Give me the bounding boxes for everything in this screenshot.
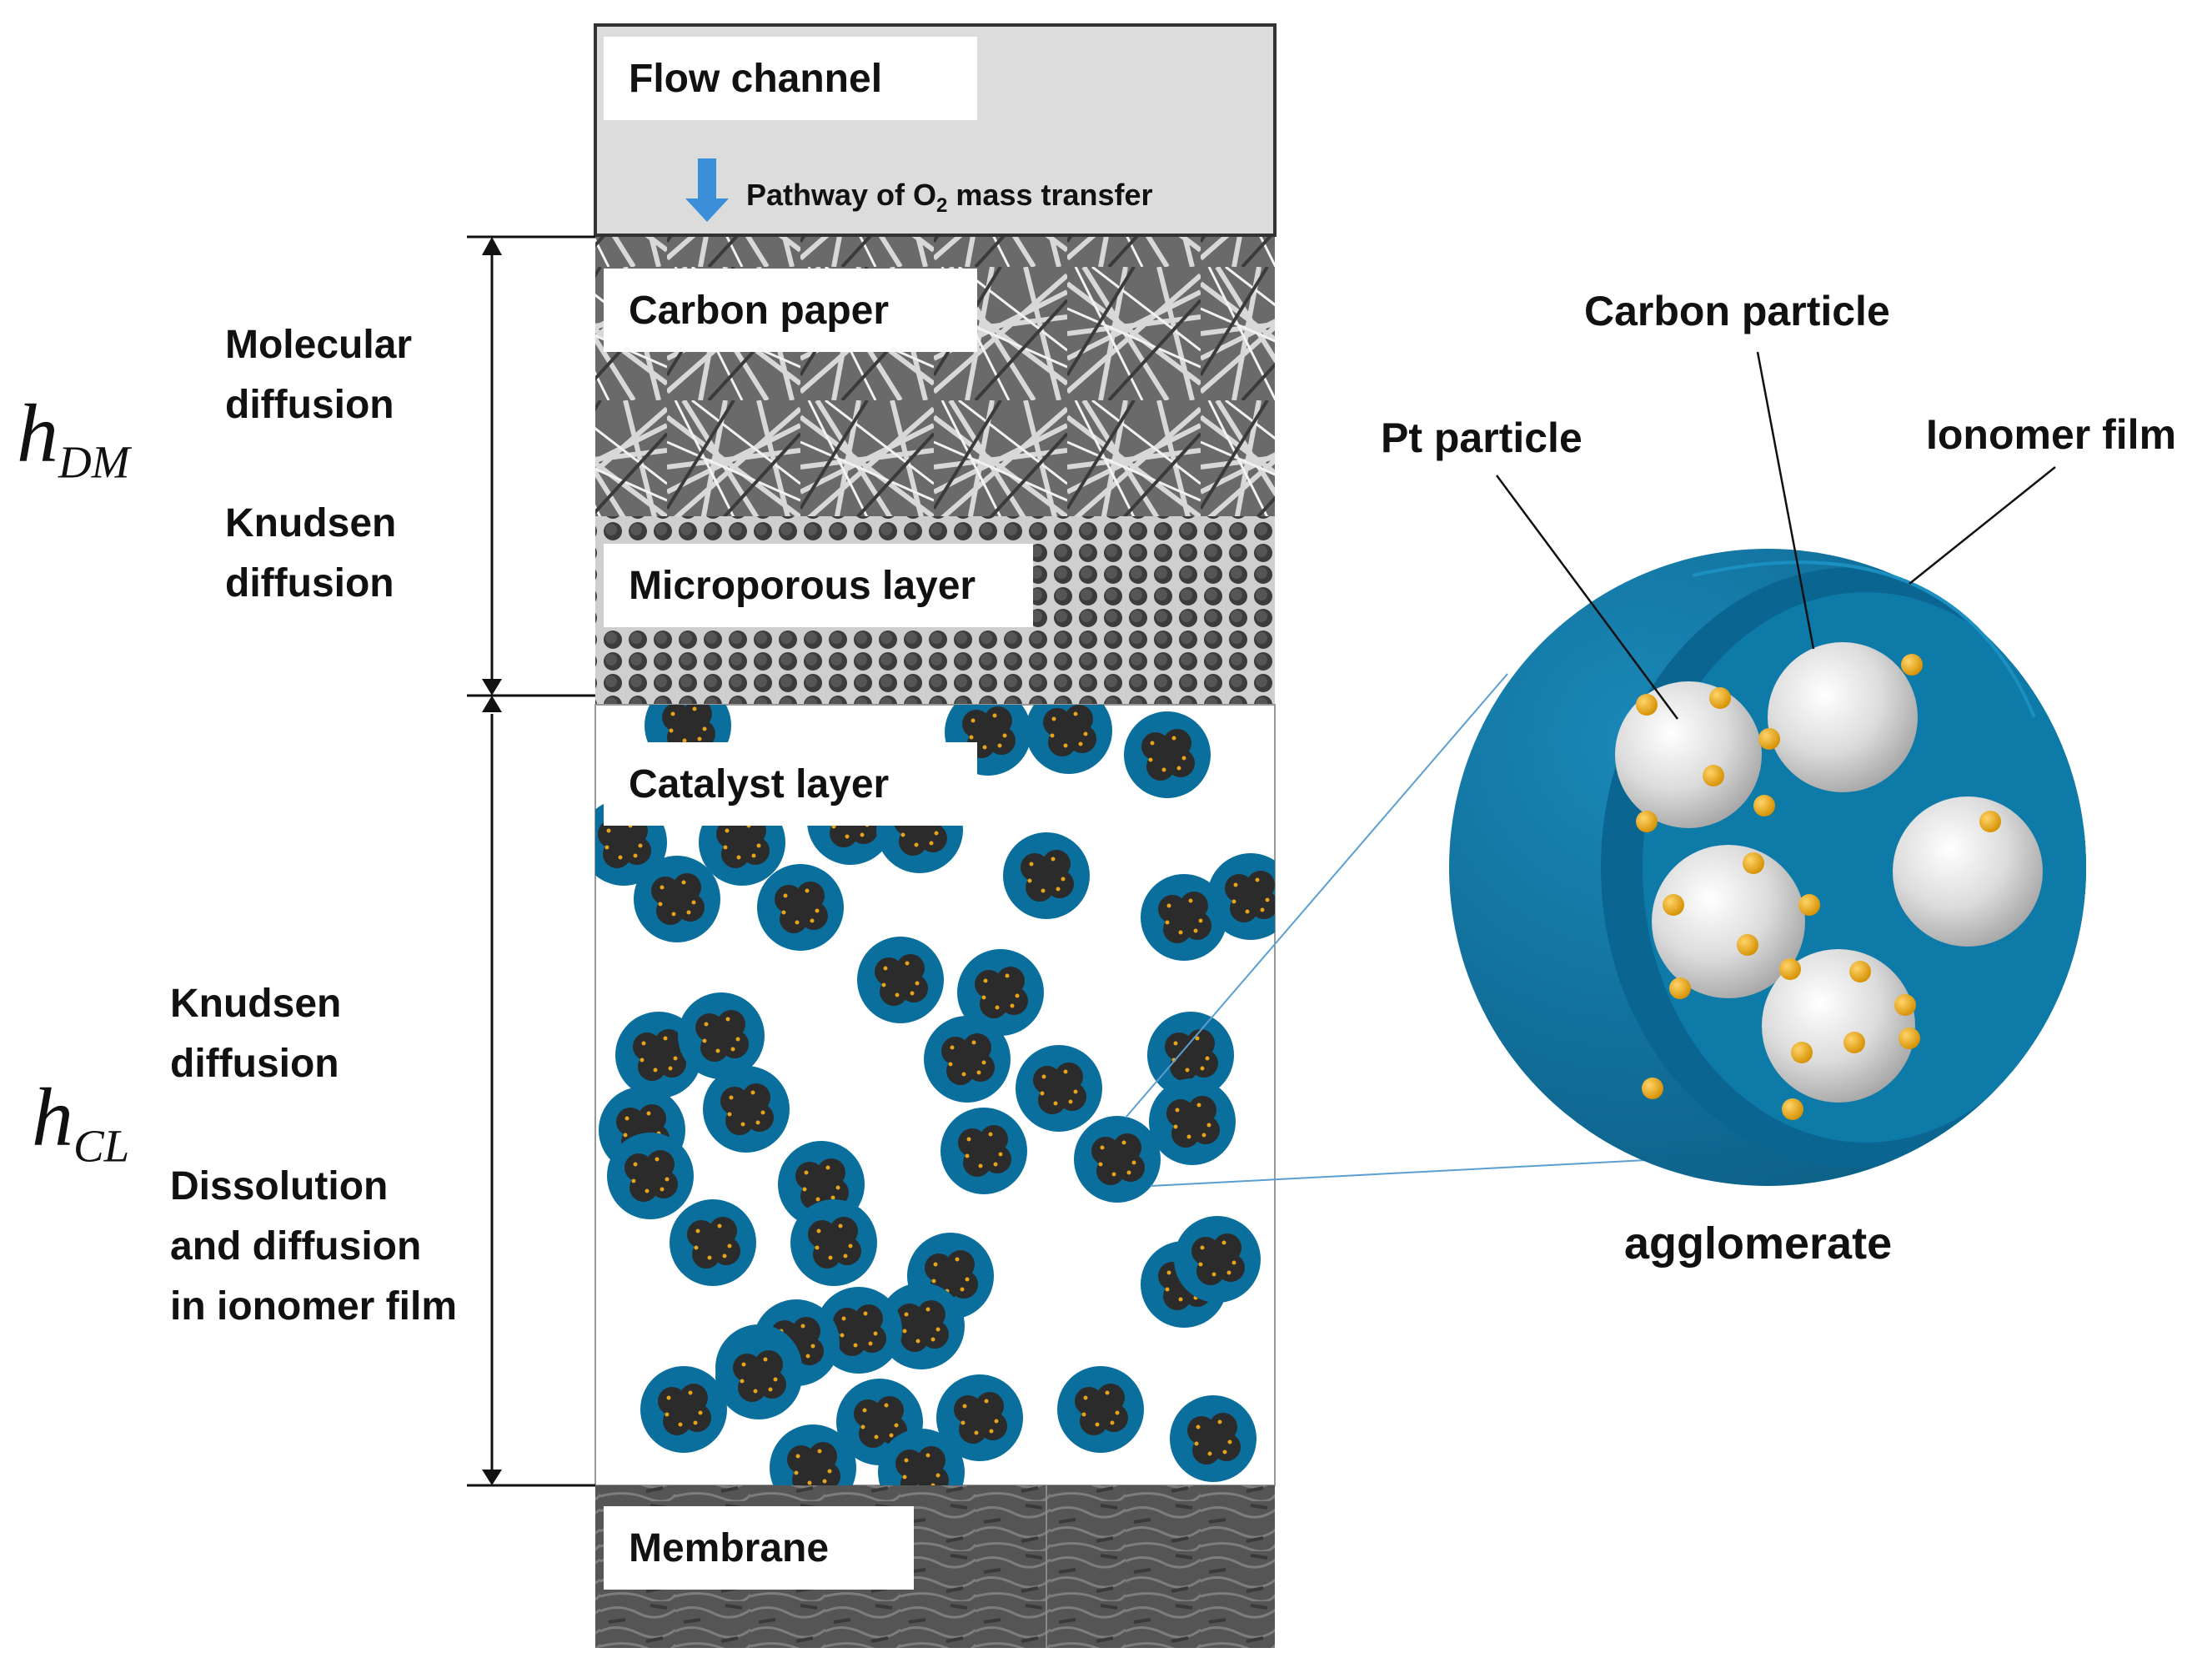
pt-particle bbox=[1843, 1032, 1865, 1053]
small-agglomerate bbox=[857, 937, 944, 1023]
pt-particle bbox=[1636, 811, 1658, 832]
small-agglomerate bbox=[1174, 1216, 1261, 1303]
carbon-sphere bbox=[1615, 681, 1762, 828]
carbon-sphere bbox=[1652, 845, 1805, 998]
pt-particle bbox=[1849, 961, 1871, 982]
pt-particle bbox=[1743, 852, 1764, 874]
small-agglomerate bbox=[678, 992, 765, 1079]
pt-particle bbox=[1636, 694, 1658, 716]
small-agglomerate bbox=[1003, 832, 1090, 919]
pt-particle bbox=[1899, 1027, 1920, 1049]
pt-particle bbox=[1901, 654, 1923, 676]
small-agglomerate bbox=[1141, 874, 1227, 961]
small-agglomerate bbox=[1207, 853, 1275, 940]
pt-particle bbox=[1709, 687, 1731, 709]
small-agglomerate bbox=[607, 1133, 694, 1219]
carbon-particle-label: Carbon particle bbox=[1584, 288, 1890, 334]
leader-lines bbox=[1495, 351, 2056, 720]
small-agglomerate bbox=[670, 1199, 756, 1286]
carbon-paper-label: Carbon paper bbox=[604, 269, 977, 352]
small-agglomerate bbox=[940, 1108, 1027, 1194]
small-agglomerate bbox=[790, 1199, 877, 1286]
flow-channel-label: Flow channel bbox=[604, 37, 977, 120]
small-agglomerate bbox=[640, 1366, 727, 1453]
small-agglomerate bbox=[1074, 1116, 1161, 1203]
h-dm-symbol: hDM bbox=[17, 387, 130, 488]
catalyst-layer-label: Catalyst layer bbox=[604, 742, 977, 826]
small-agglomerate bbox=[770, 1424, 856, 1485]
pt-particle bbox=[1791, 1042, 1813, 1063]
pt-particle-label: Pt particle bbox=[1381, 414, 1583, 461]
carbon-sphere bbox=[1762, 949, 1915, 1103]
small-agglomerate bbox=[1026, 705, 1112, 774]
small-agglomerate bbox=[878, 1283, 965, 1369]
agglomerate-caption: agglomerate bbox=[1624, 1218, 1893, 1269]
pt-particle bbox=[1669, 977, 1691, 999]
pt-particle bbox=[1663, 894, 1684, 916]
h-cl-symbol: hCL bbox=[32, 1071, 130, 1172]
o2-pathway-arrow-icon bbox=[685, 158, 729, 222]
small-agglomerate bbox=[703, 1066, 790, 1153]
o2-pathway-label: Pathway of O2 mass transfer bbox=[746, 178, 1153, 218]
ionomer-film-label: Ionomer film bbox=[1926, 411, 2177, 458]
small-agglomerate bbox=[1149, 1078, 1236, 1165]
pt-particle bbox=[1642, 1078, 1663, 1099]
small-agglomerate bbox=[1016, 1045, 1102, 1132]
pt-particle bbox=[1798, 894, 1820, 916]
pt-particle bbox=[1753, 795, 1775, 816]
small-agglomerate bbox=[634, 856, 720, 942]
small-agglomerate bbox=[757, 864, 844, 951]
agglomerate-illustration bbox=[1449, 549, 2086, 1186]
pt-particle bbox=[1894, 994, 1916, 1016]
small-agglomerate bbox=[878, 1429, 965, 1485]
carbon-sphere bbox=[1768, 642, 1918, 792]
small-agglomerate bbox=[1124, 711, 1211, 798]
pt-particle bbox=[1779, 958, 1801, 980]
carbon-sphere bbox=[1893, 796, 2043, 947]
pt-particle bbox=[1703, 765, 1724, 786]
pt-particle bbox=[1758, 728, 1780, 750]
height-dimension-lines bbox=[467, 235, 595, 1487]
small-agglomerate bbox=[924, 1016, 1011, 1103]
microporous-layer-label: Microporous layer bbox=[604, 544, 1033, 627]
small-agglomerate bbox=[1057, 1366, 1144, 1453]
small-agglomerate bbox=[1170, 1395, 1256, 1482]
pt-particle bbox=[1737, 934, 1758, 956]
small-agglomerate bbox=[936, 1374, 1023, 1461]
small-agglomerate bbox=[715, 1333, 802, 1419]
membrane-label: Membrane bbox=[604, 1506, 914, 1590]
small-agglomerate bbox=[957, 949, 1044, 1036]
pt-particle bbox=[1782, 1098, 1803, 1120]
pt-particle bbox=[1979, 811, 2001, 832]
